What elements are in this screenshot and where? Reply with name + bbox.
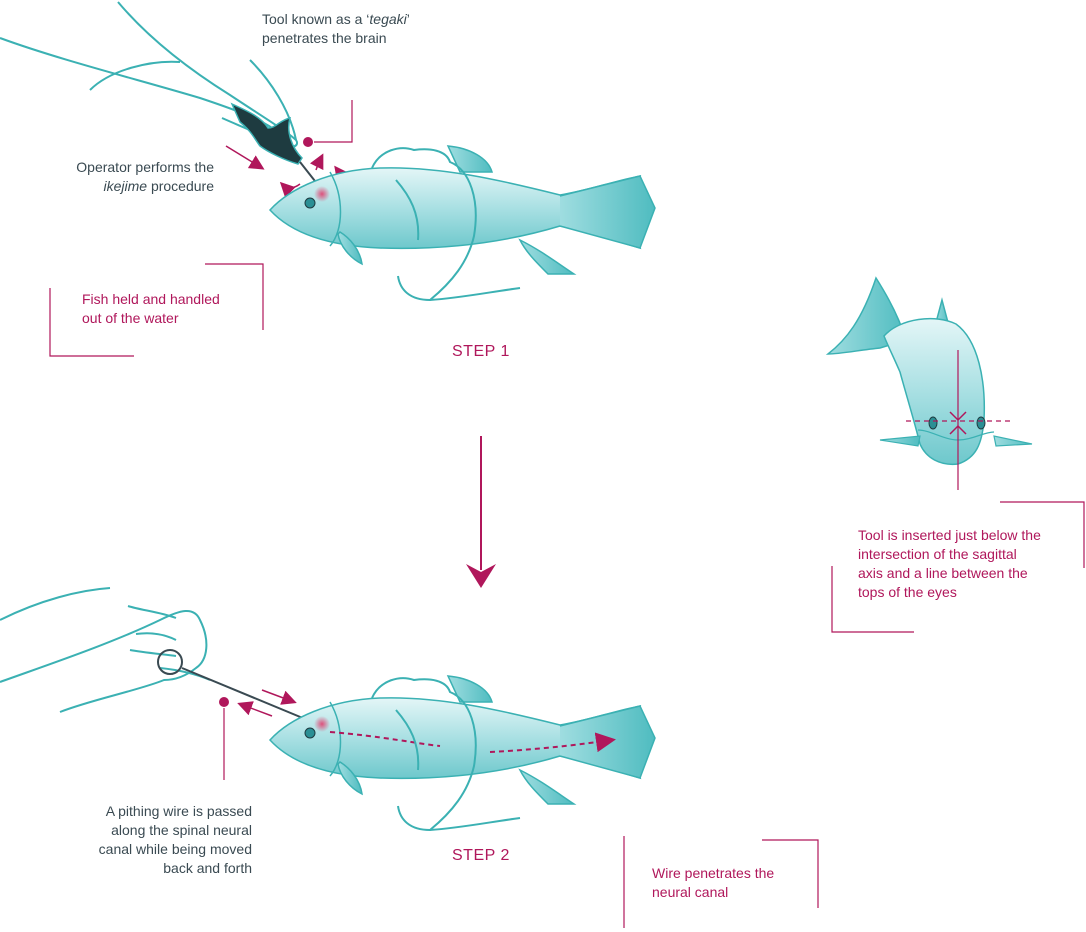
wire-label-line3: canal while being moved	[99, 841, 252, 857]
fish-held-line2: out of the water	[82, 310, 179, 326]
operator-label-em: ikejime	[103, 178, 147, 194]
fish-held-line1: Fish held and handled	[82, 291, 220, 307]
step1-title: STEP 1	[452, 342, 510, 361]
front-view-line1: Tool is inserted just below the	[858, 527, 1041, 543]
front-view-line2: intersection of the sagittal	[858, 546, 1017, 562]
step2-title: STEP 2	[452, 846, 510, 865]
tool-label-text: Tool known as a ‘	[262, 11, 369, 27]
fish-front-view-icon	[828, 278, 1032, 490]
tool-label: Tool known as a ‘tegaki’ penetrates the …	[262, 10, 410, 48]
front-view-label: Tool is inserted just below the intersec…	[858, 526, 1041, 602]
wire-label-line1: A pithing wire is passed	[106, 803, 252, 819]
fish-side-view-step2	[270, 676, 655, 804]
pithing-wire-label: A pithing wire is passed along the spina…	[40, 802, 252, 878]
tool-label-em: tegaki	[369, 11, 406, 27]
operator-hand-outline-step2	[0, 588, 206, 712]
fish-side-view-step1	[270, 146, 655, 274]
operator-label-line1: Operator performs the	[76, 159, 214, 175]
operator-label-line2: procedure	[147, 178, 214, 194]
wire-label-line2: along the spinal neural	[111, 822, 252, 838]
step2-illustration	[0, 588, 655, 830]
penetrates-line2: neural canal	[652, 884, 728, 900]
wire-label-line4: back and forth	[163, 860, 252, 876]
down-arrow-icon	[466, 436, 496, 588]
fish-held-label: Fish held and handled out of the water	[82, 290, 220, 328]
front-view-line3: axis and a line between the	[858, 565, 1028, 581]
penetrates-line1: Wire penetrates the	[652, 865, 774, 881]
operator-label: Operator performs the ikejime procedure	[38, 158, 214, 196]
tegaki-tool-icon	[232, 104, 322, 190]
penetrates-label: Wire penetrates the neural canal	[652, 864, 774, 902]
front-view-line4: tops of the eyes	[858, 584, 957, 600]
tool-label-line2: penetrates the brain	[262, 30, 387, 46]
tool-label-end: ’	[407, 11, 410, 27]
